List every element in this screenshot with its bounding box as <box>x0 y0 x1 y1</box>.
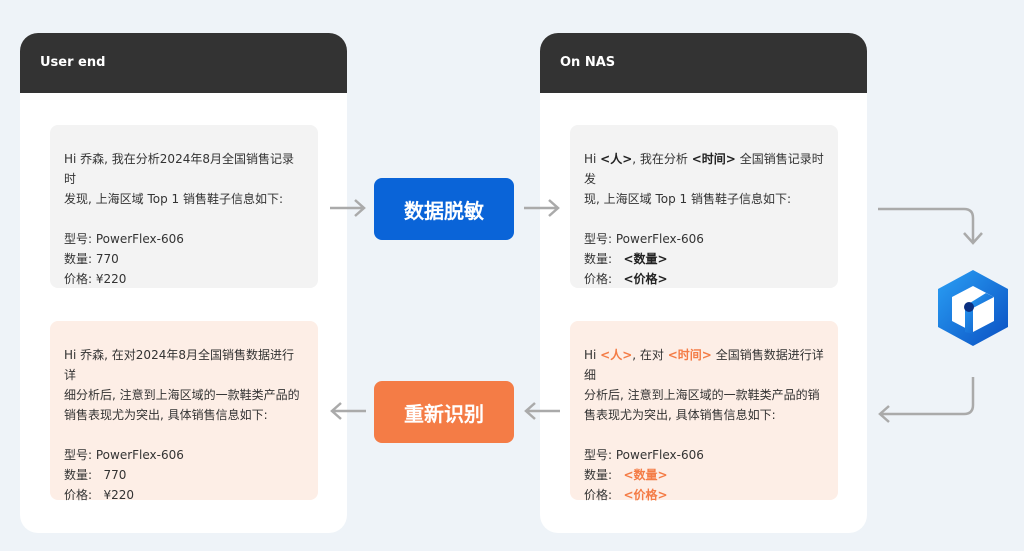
text-line: 分析后, 注意到上海区域的一款鞋类产品的销 <box>584 388 820 402</box>
text-line: 细分析后, 注意到上海区域的一款鞋类产品的 <box>64 388 300 402</box>
original-message: Hi 乔森, 我在分析2024年8月全国销售记录时 发现, 上海区域 Top 1… <box>50 125 318 288</box>
model-line: 型号: PowerFlex-606 <box>584 448 704 462</box>
price-token: <价格> <box>623 488 668 502</box>
text-line: Hi <人>, 在对 <时间> 全国销售数据进行详细 <box>584 348 824 382</box>
person-token: <人> <box>600 152 633 166</box>
price-line: 价格: ¥220 <box>64 272 127 286</box>
text-line: 售表现尤为突出, 具体销售信息如下: <box>584 408 776 422</box>
text-line: 发现, 上海区域 Top 1 销售鞋子信息如下: <box>64 192 284 206</box>
arrow-right-icon <box>524 199 560 217</box>
text-line: 销售表现尤为突出, 具体销售信息如下: <box>64 408 268 422</box>
panel-header: User end <box>20 33 347 93</box>
price-label: 价格: <box>64 488 93 502</box>
text-line: 现, 上海区域 Top 1 销售鞋子信息如下: <box>584 192 792 206</box>
price-value: ¥220 <box>103 488 135 502</box>
arrow-left-icon <box>524 402 560 420</box>
reidentify-button[interactable]: 重新识别 <box>374 381 514 443</box>
restored-message: Hi 乔森, 在对2024年8月全国销售数据进行详 细分析后, 注意到上海区域的… <box>50 321 318 502</box>
qty-line: 数量: <数量> <box>584 468 668 482</box>
model-line: 型号: PowerFlex-606 <box>584 232 704 246</box>
text-line: Hi 乔森, 在对2024年8月全国销售数据进行详 <box>64 348 294 382</box>
qty-token: <数量> <box>623 468 668 482</box>
masked-message: Hi <人>, 我在分析 <时间> 全国销售记录时发 现, 上海区域 Top 1… <box>570 125 838 288</box>
panel-header: On NAS <box>540 33 867 93</box>
price-token: <价格> <box>623 272 668 286</box>
nas-logo-icon <box>938 270 1008 346</box>
user-end-panel: User end Hi 乔森, 我在分析2024年8月全国销售记录时 发现, 上… <box>20 33 347 533</box>
text-line: Hi <人>, 我在分析 <时间> 全国销售记录时发 <box>584 152 824 186</box>
nas-panel: On NAS Hi <人>, 我在分析 <时间> 全国销售记录时发 现, 上海区… <box>540 33 867 533</box>
model-response: Hi <人>, 在对 <时间> 全国销售数据进行详细 分析后, 注意到上海区域的… <box>570 321 838 502</box>
time-token: <时间> <box>667 348 712 362</box>
model-line: 型号: PowerFlex-606 <box>64 448 184 462</box>
arrow-right-icon <box>330 199 366 217</box>
qty-token: <数量> <box>623 252 668 266</box>
price-line: 价格: <价格> <box>584 488 668 502</box>
qty-label: 数量: <box>64 468 93 482</box>
text-line: Hi 乔森, 我在分析2024年8月全国销售记录时 <box>64 152 294 186</box>
qty-line: 数量: <数量> <box>584 252 668 266</box>
qty-value: 770 <box>103 468 127 482</box>
model-line: 型号: PowerFlex-606 <box>64 232 184 246</box>
arrow-return-icon <box>878 377 975 423</box>
arrow-left-icon <box>330 402 366 420</box>
price-line: 价格: <价格> <box>584 272 668 286</box>
time-token: <时间> <box>691 152 736 166</box>
data-masking-button[interactable]: 数据脱敏 <box>374 178 514 240</box>
arrow-down-icon <box>878 207 983 245</box>
person-token: <人> <box>600 348 633 362</box>
price-line: 价格: ¥220 <box>64 485 304 505</box>
qty-line: 数量: 770 <box>64 252 119 266</box>
qty-line: 数量: 770 <box>64 465 304 485</box>
